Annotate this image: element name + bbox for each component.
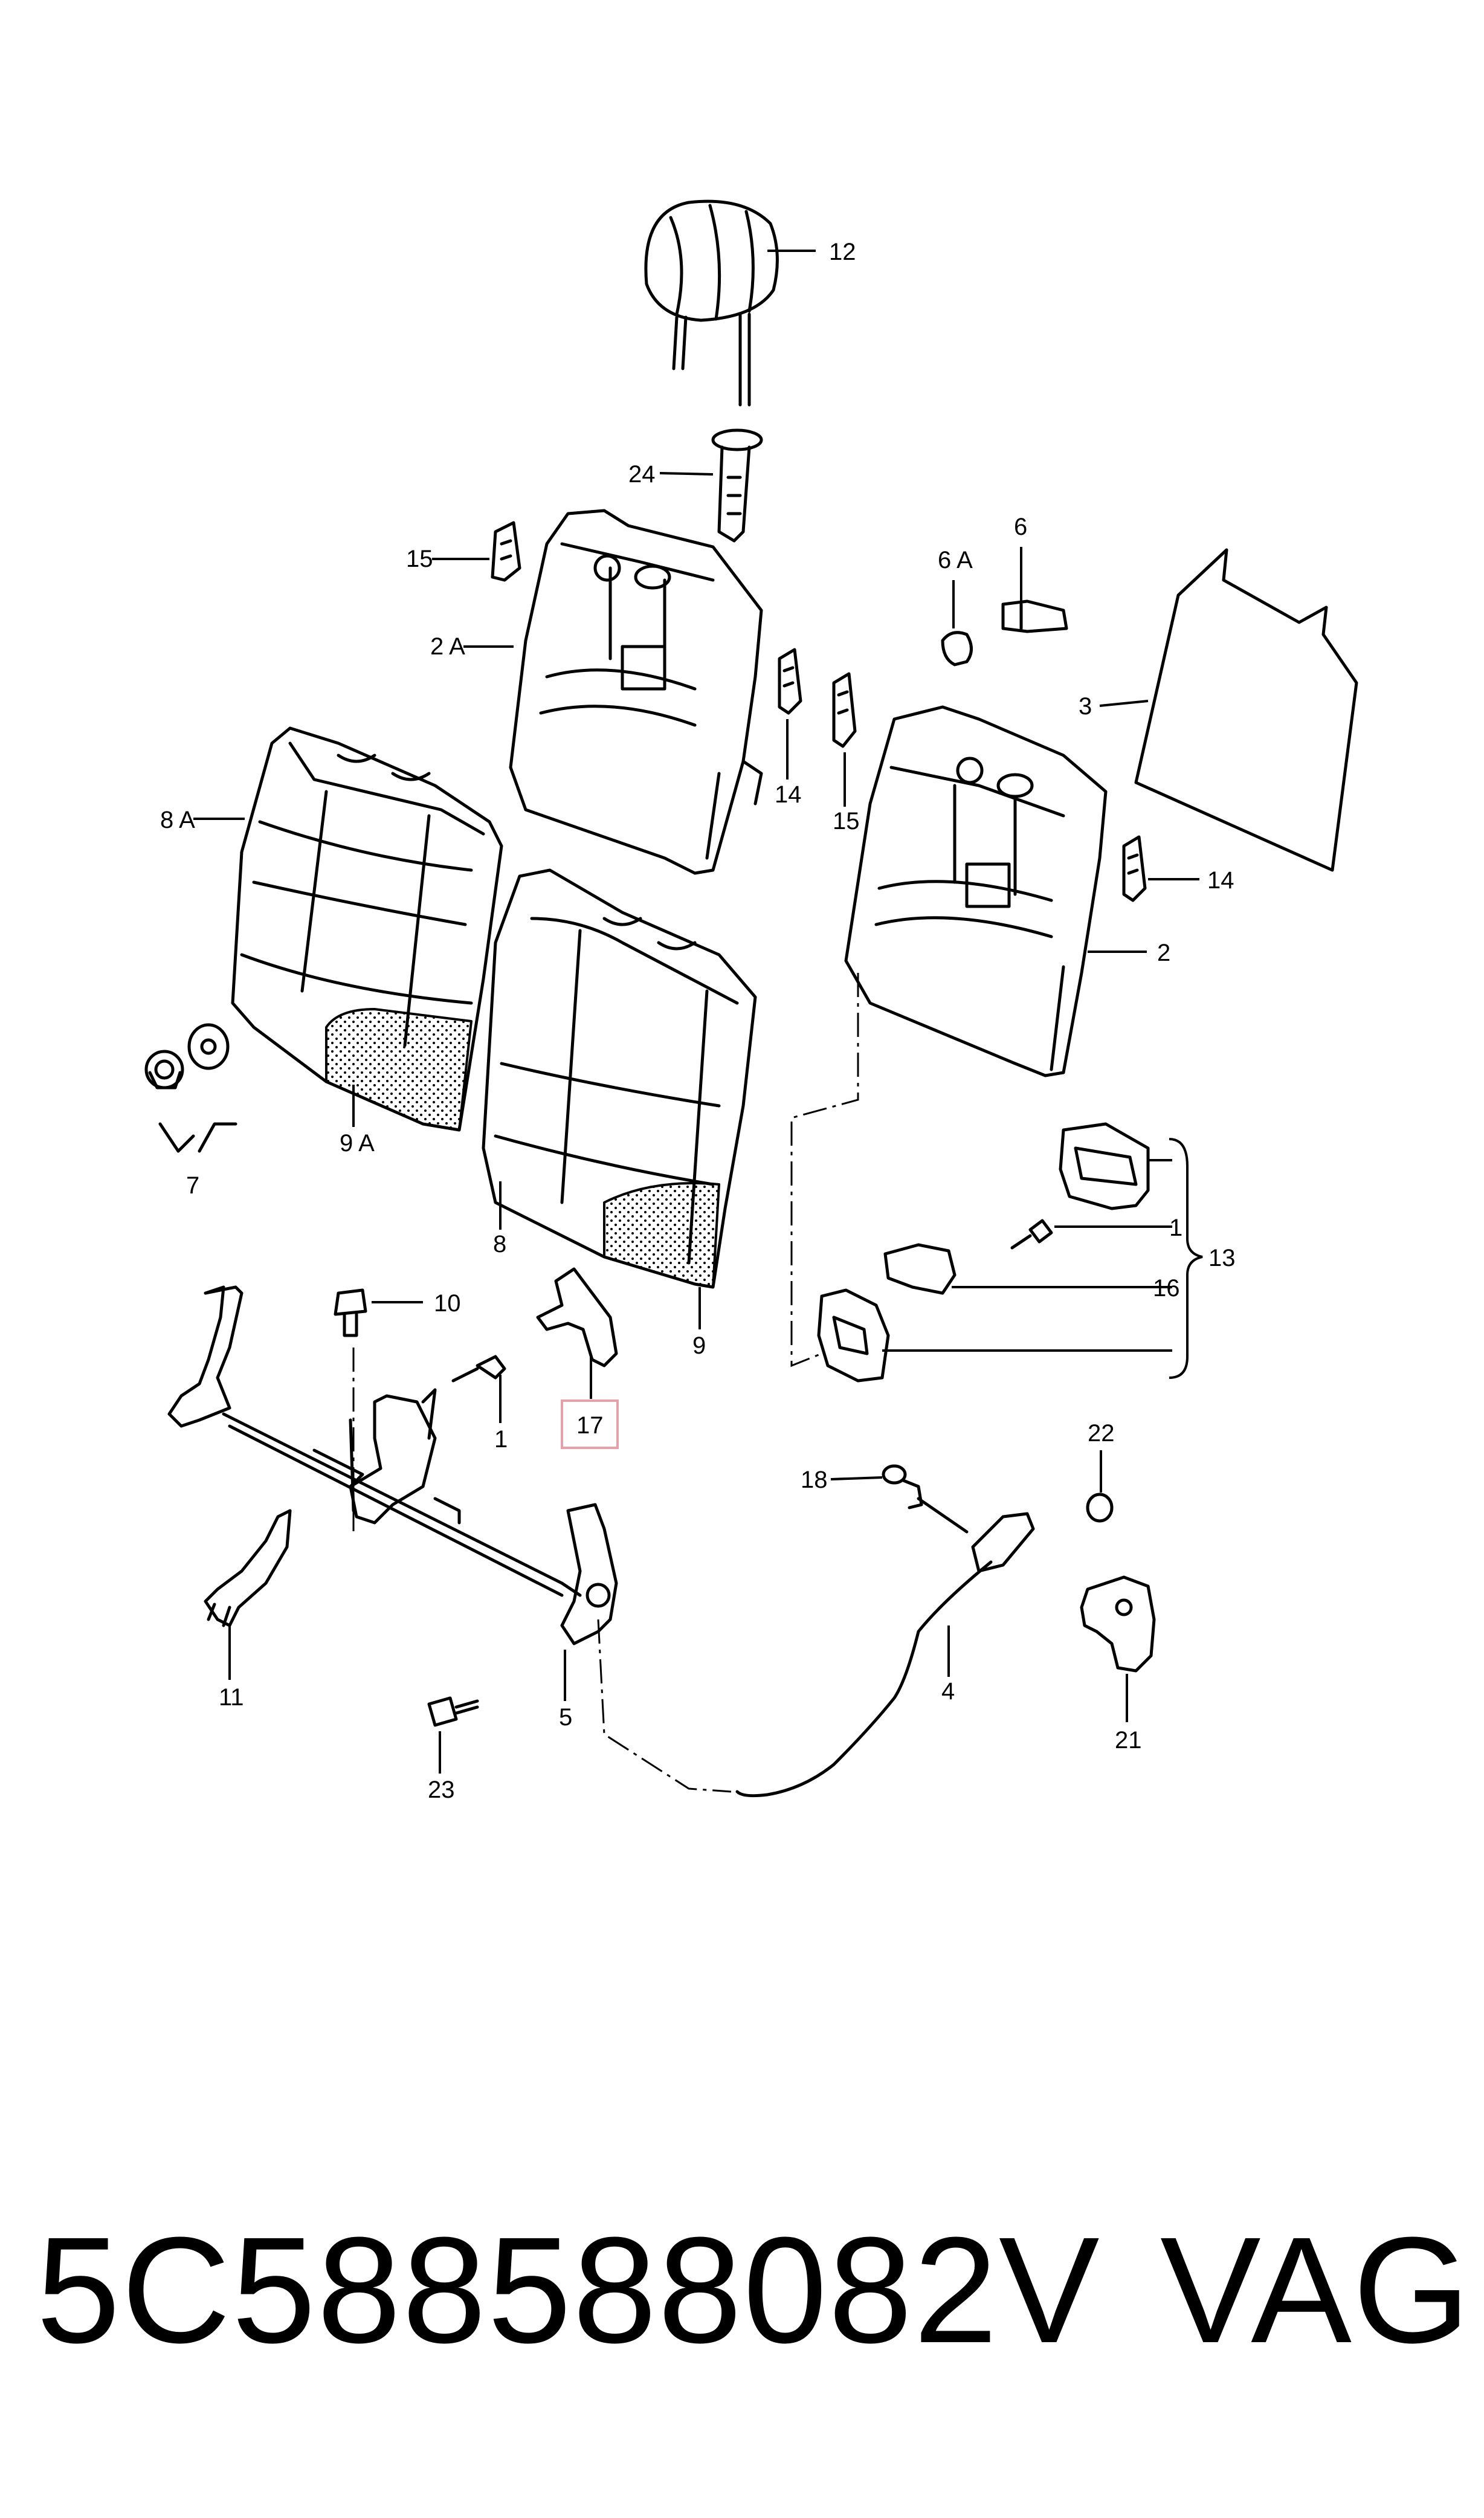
hinge-rod-assembly [167, 1285, 618, 1645]
callout-7: 7 [186, 1172, 199, 1199]
callout-11: 11 [219, 1684, 244, 1711]
backrest-frame-left [509, 509, 763, 875]
bolt-6 [1001, 599, 1068, 633]
callout-21: 21 [1115, 1727, 1142, 1754]
clip-6a [941, 631, 973, 667]
latch-bracket [817, 1288, 890, 1383]
bolt-23 [427, 1696, 479, 1727]
bolt-10 [334, 1288, 367, 1337]
screw-1-right [1010, 1219, 1053, 1250]
callout-8a: 8 A [160, 807, 195, 833]
callout-9a: 9 A [340, 1130, 375, 1157]
footer: 5C588588082V VAG [0, 2200, 1484, 2381]
trim-clip-15-upper [491, 521, 521, 582]
brand-label: VAG [1160, 2206, 1472, 2374]
callout-14b: 14 [1207, 867, 1234, 894]
callout-15b: 15 [833, 808, 860, 834]
leader-24 [659, 472, 714, 476]
part-number: 5C588588082V [36, 2206, 1101, 2374]
leader-18 [830, 1476, 883, 1480]
hinge-bracket-16 [883, 1243, 957, 1295]
callout-22: 22 [1088, 1420, 1115, 1447]
headrest-guide [711, 428, 763, 543]
backrest-cover-center-perforation [603, 1182, 720, 1288]
trim-clip-14-middle [778, 648, 802, 715]
callout-9: 9 [692, 1332, 706, 1359]
alignment-line-frame [790, 973, 859, 1367]
bracket-13 [1169, 1138, 1203, 1379]
callout-24: 24 [628, 461, 656, 488]
headrest [644, 199, 779, 407]
hinge-plate [1059, 1122, 1150, 1210]
backrest-cover-center [482, 868, 757, 1289]
bracket-17 [536, 1267, 618, 1367]
callout-1b: 1 [494, 1426, 508, 1453]
callout-4: 4 [941, 1678, 955, 1705]
callout-10: 10 [434, 1290, 461, 1317]
trim-clip-14-right [1122, 835, 1147, 902]
callout-3: 3 [1079, 693, 1092, 720]
callout-16: 16 [1153, 1275, 1180, 1302]
callout-12: 12 [829, 239, 856, 265]
backrest-cover-left [231, 726, 503, 1132]
trim-clip-15-middle [832, 672, 857, 748]
cover-panel [1134, 548, 1358, 872]
alignment-line-cable [597, 1619, 732, 1793]
callout-5: 5 [559, 1704, 572, 1731]
callout-2: 2 [1157, 940, 1170, 966]
screw-1-left [451, 1355, 506, 1383]
callout-13: 13 [1208, 1245, 1236, 1271]
callout-23: 23 [428, 1777, 455, 1803]
callout-18: 18 [801, 1467, 828, 1493]
highlight-box-17 [561, 1399, 619, 1449]
callout-2a: 2 A [430, 633, 465, 660]
callout-14a: 14 [775, 781, 802, 808]
bracket-21 [1080, 1575, 1156, 1673]
release-cable-4 [735, 1497, 1035, 1798]
callout-17: 17 [576, 1412, 604, 1439]
callout-6: 6 [1014, 514, 1027, 540]
callout-1a: 1 [1169, 1215, 1182, 1241]
callout-15a: 15 [406, 546, 433, 572]
clip-18 [882, 1464, 923, 1509]
backrest-cover-left-perforation [325, 1008, 473, 1131]
clip-22 [1086, 1493, 1114, 1523]
leader-3 [1099, 700, 1149, 707]
callout-6a: 6 A [938, 547, 973, 573]
release-lever-11 [204, 1509, 292, 1627]
callout-8: 8 [493, 1231, 506, 1257]
fastener-7 [144, 1023, 237, 1153]
backrest-frame-right [844, 705, 1108, 1077]
